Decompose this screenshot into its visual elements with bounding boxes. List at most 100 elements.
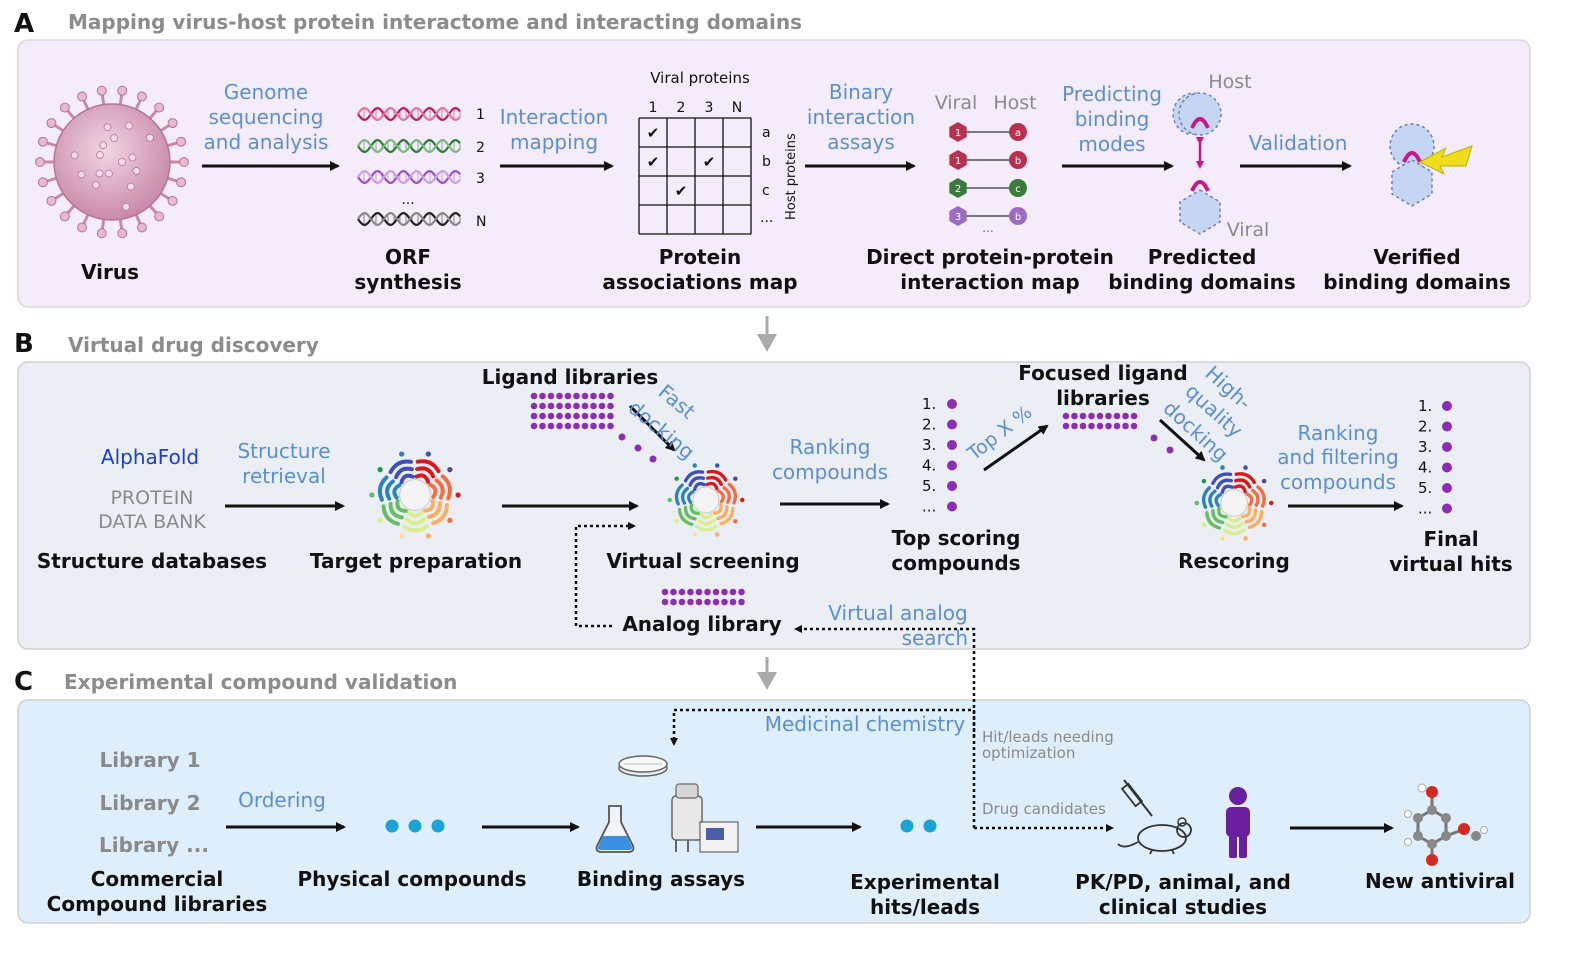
top-scoring-2: compounds [891,551,1020,575]
virtual-analog-2: search [902,626,968,650]
new-antiviral-label: New antiviral [1365,869,1515,893]
focused-dot-grid [1062,412,1138,430]
panel-b: B Virtual drug discovery AlphaFold PROTE… [14,329,1531,650]
host-node-label: a [1015,128,1021,139]
host-node-label: b [1015,156,1021,167]
dna-helix-icons [357,106,461,227]
binary-label-2: interaction [807,105,915,129]
rank-label: 2. [922,416,936,434]
rank-label: 3. [922,436,936,454]
panel-c-title: Experimental compound validation [64,670,457,694]
orf-title-1: ORF [385,245,431,269]
hit-leads-1: Hit/leads needing [982,728,1114,746]
host-proteins-label: Host proteins [784,133,799,220]
panel-b-letter: B [14,329,34,359]
pdb-label-2: DATA BANK [98,511,206,533]
rank-label: 4. [1418,459,1432,477]
pdb-label-1: PROTEIN [110,487,193,509]
molecule-icon [1404,783,1488,866]
matrix-col-2: 2 [677,100,686,116]
rank-list-final-hits: 1.2.3.4.5.... [1418,397,1452,518]
panel-a-title: Mapping virus-host protein interactome a… [68,10,802,34]
mouse-syringe-icon [1117,779,1192,855]
matrix-row-c: c [762,183,770,199]
panel-a-box [17,39,1531,308]
experimental-hit-dots [900,819,937,833]
focused-2: libraries [1056,386,1150,410]
rank-list-top-scoring: 1.2.3.4.5.... [922,395,957,516]
pam-title-1: Protein [659,245,741,269]
panel-a-letter: A [14,9,34,39]
petri-dish-icon [618,755,668,777]
experimental-2: hits/leads [870,895,980,919]
rank-label: 4. [922,457,936,475]
rescoring-label: Rescoring [1178,549,1290,573]
library-1-label: Library 1 [99,748,200,772]
virus-label: Virus [81,260,139,284]
panel-c-box [17,699,1531,924]
focused-dot-trail [1150,434,1174,454]
structure-databases-label: Structure databases [37,549,267,573]
pbd-title-2: binding domains [1108,270,1296,294]
rank-label: 2. [1418,418,1432,436]
arrow-top-x [983,424,1049,472]
protein-structure-icon-screening [667,463,745,537]
connector-a-b [757,316,777,352]
ligand-libraries-label: Ligand libraries [482,365,659,389]
rank-label: 5. [922,477,936,495]
matrix-row-a: a [762,125,771,141]
orf-title-2: synthesis [354,270,461,294]
rank-filter-1: Ranking [1298,421,1379,445]
host-node-label: b [1015,212,1021,223]
orf-label-2: 2 [476,140,485,156]
rank-label: ... [922,498,936,516]
orf-label-3: 3 [476,171,485,187]
panel-c-letter: C [14,667,33,697]
library-2-label: Library 2 [99,791,200,815]
vbd-title-1: Verified [1373,245,1460,269]
panel-b-box [17,361,1531,650]
rank-filter-3: compounds [1280,470,1396,494]
arrow-fast-docking [628,404,676,452]
person-icon [1226,787,1250,858]
virtual-analog-1: Virtual analog [828,601,967,625]
interaction-label-2: mapping [510,130,598,154]
hit-leads-2: optimization [982,744,1075,762]
binary-label-1: Binary [829,80,893,104]
dppi-title-1: Direct protein-protein [866,245,1114,269]
matrix-row-more: ... [760,210,773,226]
arrow-hq-docking [1158,418,1206,462]
orf-ellipsis: ... [401,192,414,208]
orf-label-n: N [476,214,486,230]
interaction-label-1: Interaction [500,105,609,129]
matrix-col-1: 1 [649,100,658,116]
matrix-col-n: N [732,100,742,116]
protein-structure-icon-target [369,451,461,539]
matrix-check: ✔ [675,182,688,200]
lab-instrument-icon [671,783,739,853]
commercial-1: Commercial [91,867,224,891]
target-preparation-label: Target preparation [310,549,522,573]
pam-title-2: associations map [602,270,797,294]
binary-label-3: assays [827,130,895,154]
ligand-dot-trail [618,433,657,463]
panel-b-title: Virtual drug discovery [68,333,319,357]
structure-retrieval-1: Structure [237,439,330,463]
ranking-2: compounds [772,460,888,484]
viral-node-label: 1 [955,128,961,139]
genome-label-2: sequencing [209,105,324,129]
virtual-screening-label: Virtual screening [606,549,799,573]
viral-node-label: 2 [955,184,961,195]
alphafold-label: AlphaFold [101,445,199,469]
experimental-1: Experimental [850,870,1000,894]
rank-label: 3. [1418,438,1432,456]
matrix-col-headers: 1 2 3 N [649,100,743,116]
analog-library-label: Analog library [622,612,781,636]
top-scoring-1: Top scoring [892,526,1021,550]
viral-node-label: 1 [955,156,961,167]
focused-1: Focused ligand [1018,361,1188,385]
matrix-col-3: 3 [705,100,714,116]
pbd-host-label: Host [1208,71,1251,93]
viral-node-label: 3 [955,212,961,223]
